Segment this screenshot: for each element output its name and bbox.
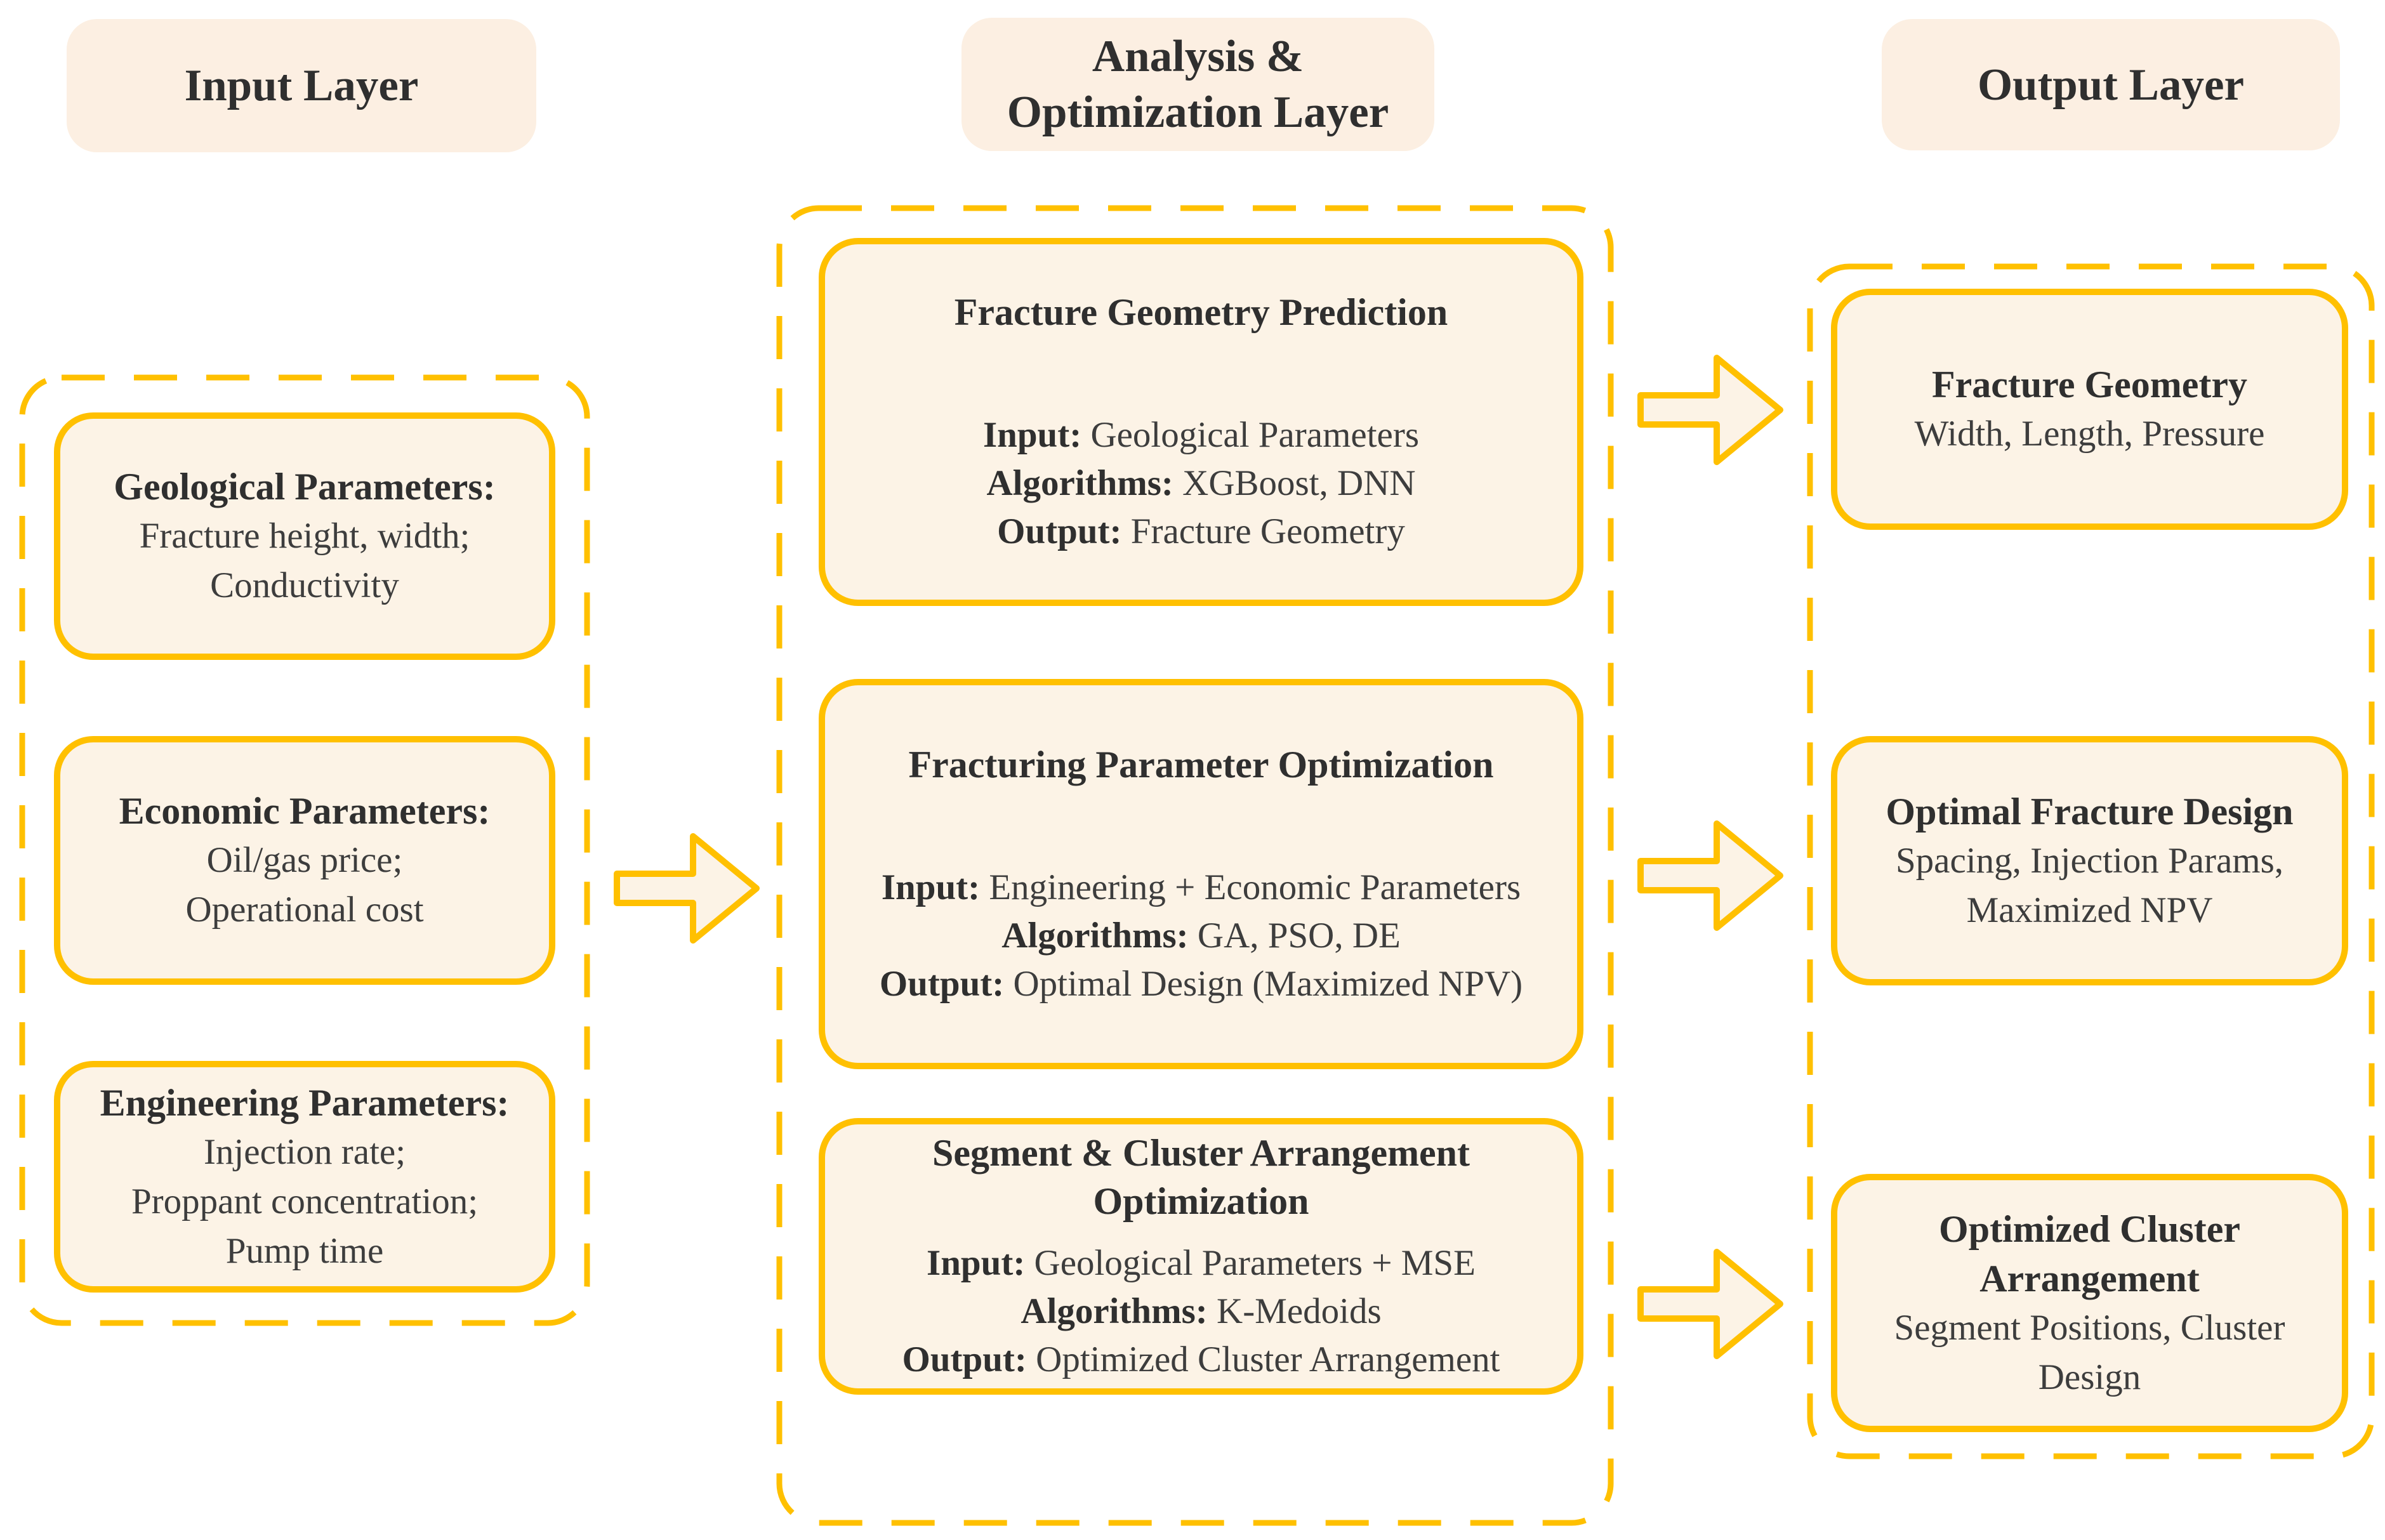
header-label: Analysis & <box>1092 32 1304 81</box>
fracture-geometry-prediction-box: Fracture Geometry Prediction Input: Geol… <box>819 238 1583 606</box>
row-value: Engineering + Economic Parameters <box>989 867 1521 907</box>
box-line: Proppant concentration; <box>131 1181 479 1221</box>
box-title: Fracture Geometry Prediction <box>955 288 1448 336</box>
box-title-line: Fracturing Parameter Optimization <box>908 743 1494 786</box>
box-title: Economic Parameters: <box>119 790 491 832</box>
output-layer-container-border <box>1807 263 2375 1459</box>
row-value: GA, PSO, DE <box>1197 915 1401 956</box>
row-label: Input: <box>927 1243 1026 1283</box>
economic-parameters-box: Economic Parameters: Oil/gas price; Oper… <box>54 736 555 985</box>
box-title: Engineering Parameters: <box>100 1081 510 1124</box>
geological-parameters-box: Geological Parameters: Fracture height, … <box>54 412 555 660</box>
box-title: Optimized Cluster Arrangement <box>1939 1204 2240 1303</box>
box-line: Operational cost <box>185 890 424 930</box>
io-row: Algorithms: K-Medoids <box>1021 1287 1381 1336</box>
header-label: Input Layer <box>184 61 419 110</box>
segment-cluster-optimization-box: Segment & Cluster Arrangement Optimizati… <box>819 1118 1583 1395</box>
analysis-layer-header: Analysis & Optimization Layer <box>961 18 1434 151</box>
box-line: Conductivity <box>210 565 399 605</box>
row-value: K-Medoids <box>1217 1291 1382 1331</box>
optimal-fracture-design-box: Optimal Fracture Design Spacing, Injecti… <box>1831 736 2348 985</box>
io-row: Algorithms: XGBoost, DNN <box>986 459 1415 508</box>
box-title: Fracturing Parameter Optimization <box>909 740 1494 789</box>
optimized-cluster-arrangement-box: Optimized Cluster Arrangement Segment Po… <box>1831 1174 2348 1432</box>
io-row: Input: Geological Parameters + MSE <box>927 1239 1476 1287</box>
box-line: Injection rate; <box>203 1131 406 1172</box>
row-value: Optimized Cluster Arrangement <box>1036 1339 1500 1379</box>
header-label: Output Layer <box>1977 60 2245 110</box>
io-row: Output: Fracture Geometry <box>997 508 1405 556</box>
io-row: Output: Optimal Design (Maximized NPV) <box>880 960 1523 1008</box>
box-title: Fracture Geometry <box>1932 360 2247 409</box>
fracture-geometry-output-box: Fracture Geometry Width, Length, Pressur… <box>1831 289 2348 530</box>
row-label: Input: <box>881 867 981 907</box>
box-line: Width, Length, Pressure <box>1914 414 2265 454</box>
row-label: Input: <box>982 415 1082 455</box>
io-row: Algorithms: GA, PSO, DE <box>1001 912 1401 960</box>
box-line: Spacing, Injection Params, <box>1895 840 2284 881</box>
row-value: Geological Parameters <box>1090 415 1420 455</box>
box-title-line: Segment & Cluster Arrangement <box>932 1132 1470 1174</box>
box-title-line: Optimal Fracture Design <box>1886 790 2294 833</box>
io-row: Output: Optimized Cluster Arrangement <box>902 1336 1500 1384</box>
input-to-analysis-arrow <box>614 833 760 944</box>
engineering-parameters-box: Engineering Parameters: Injection rate; … <box>54 1061 555 1293</box>
row-label: Algorithms: <box>1021 1291 1208 1331</box>
row-value: XGBoost, DNN <box>1182 463 1416 503</box>
row-label: Algorithms: <box>1001 915 1189 956</box>
box-title-line: Optimized Cluster <box>1939 1208 2240 1250</box>
box-title: Segment & Cluster Arrangement Optimizati… <box>932 1129 1470 1225</box>
box-line: Maximized NPV <box>1966 890 2213 930</box>
box-title-line: Fracture Geometry <box>1932 364 2247 405</box>
row-label: Output: <box>997 511 1122 551</box>
row-label: Output: <box>879 963 1005 1004</box>
input-layer-header: Input Layer <box>67 19 536 152</box>
box-title-line: Arrangement <box>1979 1257 2200 1300</box>
analysis-to-output-arrow-2 <box>1637 820 1783 931</box>
output-layer-header: Output Layer <box>1882 19 2340 150</box>
box-title-line: Optimization <box>1093 1180 1309 1222</box>
row-label: Algorithms: <box>986 463 1173 503</box>
header-label: Optimization Layer <box>1007 88 1389 137</box>
row-value: Geological Parameters + MSE <box>1034 1243 1476 1283</box>
io-row: Input: Geological Parameters <box>983 411 1419 459</box>
box-line: Segment Positions, Cluster <box>1894 1307 2285 1348</box>
box-title-line: Fracture Geometry Prediction <box>954 291 1448 333</box>
row-value: Fracture Geometry <box>1130 511 1405 551</box>
box-line: Oil/gas price; <box>206 840 403 880</box>
analysis-layer-container-border <box>776 205 1614 1526</box>
box-line: Fracture height, width; <box>139 516 470 556</box>
input-layer-container-border <box>19 374 590 1326</box>
box-title: Optimal Fracture Design <box>1886 787 2293 836</box>
fracturing-parameter-optimization-box: Fracturing Parameter Optimization Input:… <box>819 679 1583 1069</box>
row-label: Output: <box>902 1339 1027 1379</box>
analysis-to-output-arrow-1 <box>1637 355 1783 465</box>
box-line: Design <box>2038 1357 2141 1397</box>
row-value: Optimal Design (Maximized NPV) <box>1013 963 1523 1004</box>
io-row: Input: Engineering + Economic Parameters <box>882 864 1521 912</box>
box-title: Geological Parameters: <box>114 466 496 508</box>
box-line: Pump time <box>225 1230 384 1271</box>
analysis-to-output-arrow-3 <box>1637 1249 1783 1359</box>
